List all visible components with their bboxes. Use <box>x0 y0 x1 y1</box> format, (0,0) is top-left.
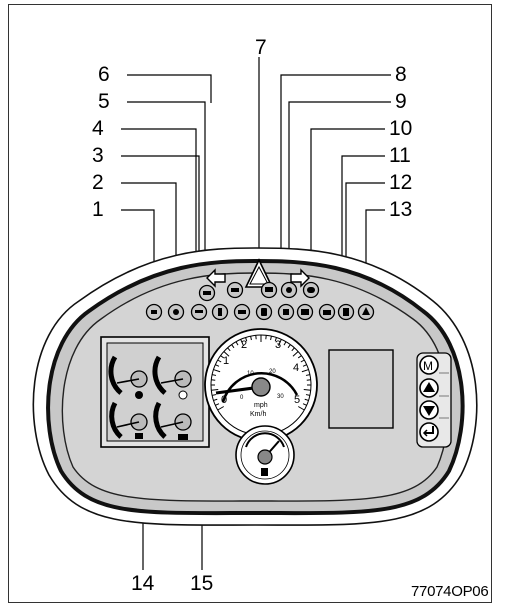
callout-6: 6 <box>98 63 110 86</box>
callout-4: 4 <box>92 117 104 140</box>
figure-code: 77074OP06 <box>411 583 489 600</box>
turn-right-indicator-icon <box>290 268 310 288</box>
speedometer-tick <box>303 388 311 391</box>
speed-tick-inner-0: 0 <box>240 395 244 401</box>
speedometer-tick <box>217 406 225 411</box>
callout-8: 8 <box>395 63 407 86</box>
hydraulic-temp-gauge-icon <box>135 433 143 439</box>
speedometer-tick <box>270 335 272 341</box>
speedometer-tick <box>305 374 311 376</box>
speedometer-tick <box>301 369 309 373</box>
up-button[interactable] <box>419 378 439 398</box>
speedometer-tick <box>250 335 252 341</box>
leader-4 <box>121 128 197 305</box>
callout-1: 1 <box>92 198 104 221</box>
speedometer-tick <box>215 403 220 406</box>
leader-9 <box>288 101 391 288</box>
speedometer-tick <box>300 359 305 363</box>
callout-9: 9 <box>395 90 407 113</box>
speedometer-tick <box>283 341 287 346</box>
leader-6 <box>127 74 212 103</box>
speedometer-tick <box>302 403 307 406</box>
temperature-gauge-icon <box>135 391 143 399</box>
speedometer-tick <box>292 351 299 357</box>
speed-tick-outer-4: 4 <box>293 362 299 374</box>
down-button[interactable] <box>419 400 439 420</box>
speed-tick-inner-2: 20 <box>269 369 276 375</box>
speedometer-tick <box>235 341 239 346</box>
speedometer-tick <box>302 364 307 367</box>
speedometer-tick <box>274 337 277 342</box>
mini-gauge-top-left <box>108 355 148 399</box>
speedometer-tick <box>287 344 291 349</box>
arrow-down-icon <box>423 406 435 416</box>
speed-unit-mph: mph <box>254 402 268 409</box>
callout-3: 3 <box>92 144 104 167</box>
speed-unit-kmh: Km/h <box>250 411 266 418</box>
callout-14: 14 <box>131 572 155 595</box>
callout-5: 5 <box>98 90 110 113</box>
mini-gauge-bottom-right <box>153 401 192 440</box>
callout-15: 15 <box>190 572 214 595</box>
speedometer-tick <box>240 339 244 346</box>
speedometer-tick <box>213 369 221 373</box>
speedometer-tick <box>211 388 219 391</box>
enter-arrow-icon <box>425 426 434 434</box>
fuel-pump-icon <box>261 468 268 476</box>
speed-tick-outer-3: 3 <box>275 339 281 351</box>
callout-12: 12 <box>389 171 413 194</box>
fuel-gauge-icon <box>178 390 188 400</box>
speedometer-tick <box>297 406 305 411</box>
speedometer-tick <box>227 347 231 352</box>
speedometer-tick <box>291 347 295 352</box>
speedometer-tick <box>297 355 302 359</box>
speed-tick-outer-1: 1 <box>223 355 229 367</box>
callout-11: 11 <box>389 144 411 167</box>
turn-left-indicator-icon <box>206 268 226 288</box>
callout-7: 7 <box>255 36 267 59</box>
speedometer-hub <box>251 377 271 397</box>
battery-gauge-icon <box>178 434 188 440</box>
callout-2: 2 <box>92 171 104 194</box>
leader-5 <box>127 101 206 275</box>
mini-gauge-top-right <box>152 355 192 400</box>
dashboard-diagram: 0 1 2 3 4 5 0 10 20 30 mph Km/h M <box>32 57 478 570</box>
speedometer-tick <box>278 339 282 346</box>
speed-tick-inner-1: 10 <box>247 371 254 377</box>
menu-button[interactable]: M <box>419 355 439 375</box>
diagram-frame: 0 1 2 3 4 5 0 10 20 30 mph Km/h M <box>8 4 492 603</box>
callout-13: 13 <box>389 198 413 221</box>
speed-tick-inner-3: 30 <box>277 394 284 400</box>
speedometer-tick <box>220 355 225 359</box>
speedometer-tick <box>213 398 218 401</box>
speed-tick-outer-5: 5 <box>294 394 300 406</box>
enter-button[interactable] <box>419 422 439 442</box>
speed-tick-outer-0: 0 <box>221 394 227 406</box>
speedometer-tick <box>305 394 311 396</box>
speed-tick-outer-2: 2 <box>241 339 247 351</box>
leader-10 <box>310 128 385 285</box>
speedometer-tick <box>217 359 222 363</box>
arrow-up-icon <box>423 382 435 392</box>
speedometer-tick <box>211 374 217 376</box>
speedometer-tick <box>231 344 235 349</box>
speedometer-tick <box>215 364 220 367</box>
speedometer-tick <box>304 398 309 401</box>
leader-8 <box>280 74 391 295</box>
fuel-gauge <box>235 425 295 485</box>
button-panel: M <box>416 352 452 448</box>
callout-10: 10 <box>389 117 413 140</box>
lcd-display <box>328 349 394 429</box>
mini-gauge-bottom-left <box>109 401 148 439</box>
speedometer-tick <box>223 351 230 357</box>
speedometer: 0 1 2 3 4 5 0 10 20 30 mph Km/h <box>204 328 318 442</box>
speedometer-tick <box>211 394 217 396</box>
speedometer-tick <box>245 337 248 342</box>
menu-button-label: M <box>423 359 433 373</box>
